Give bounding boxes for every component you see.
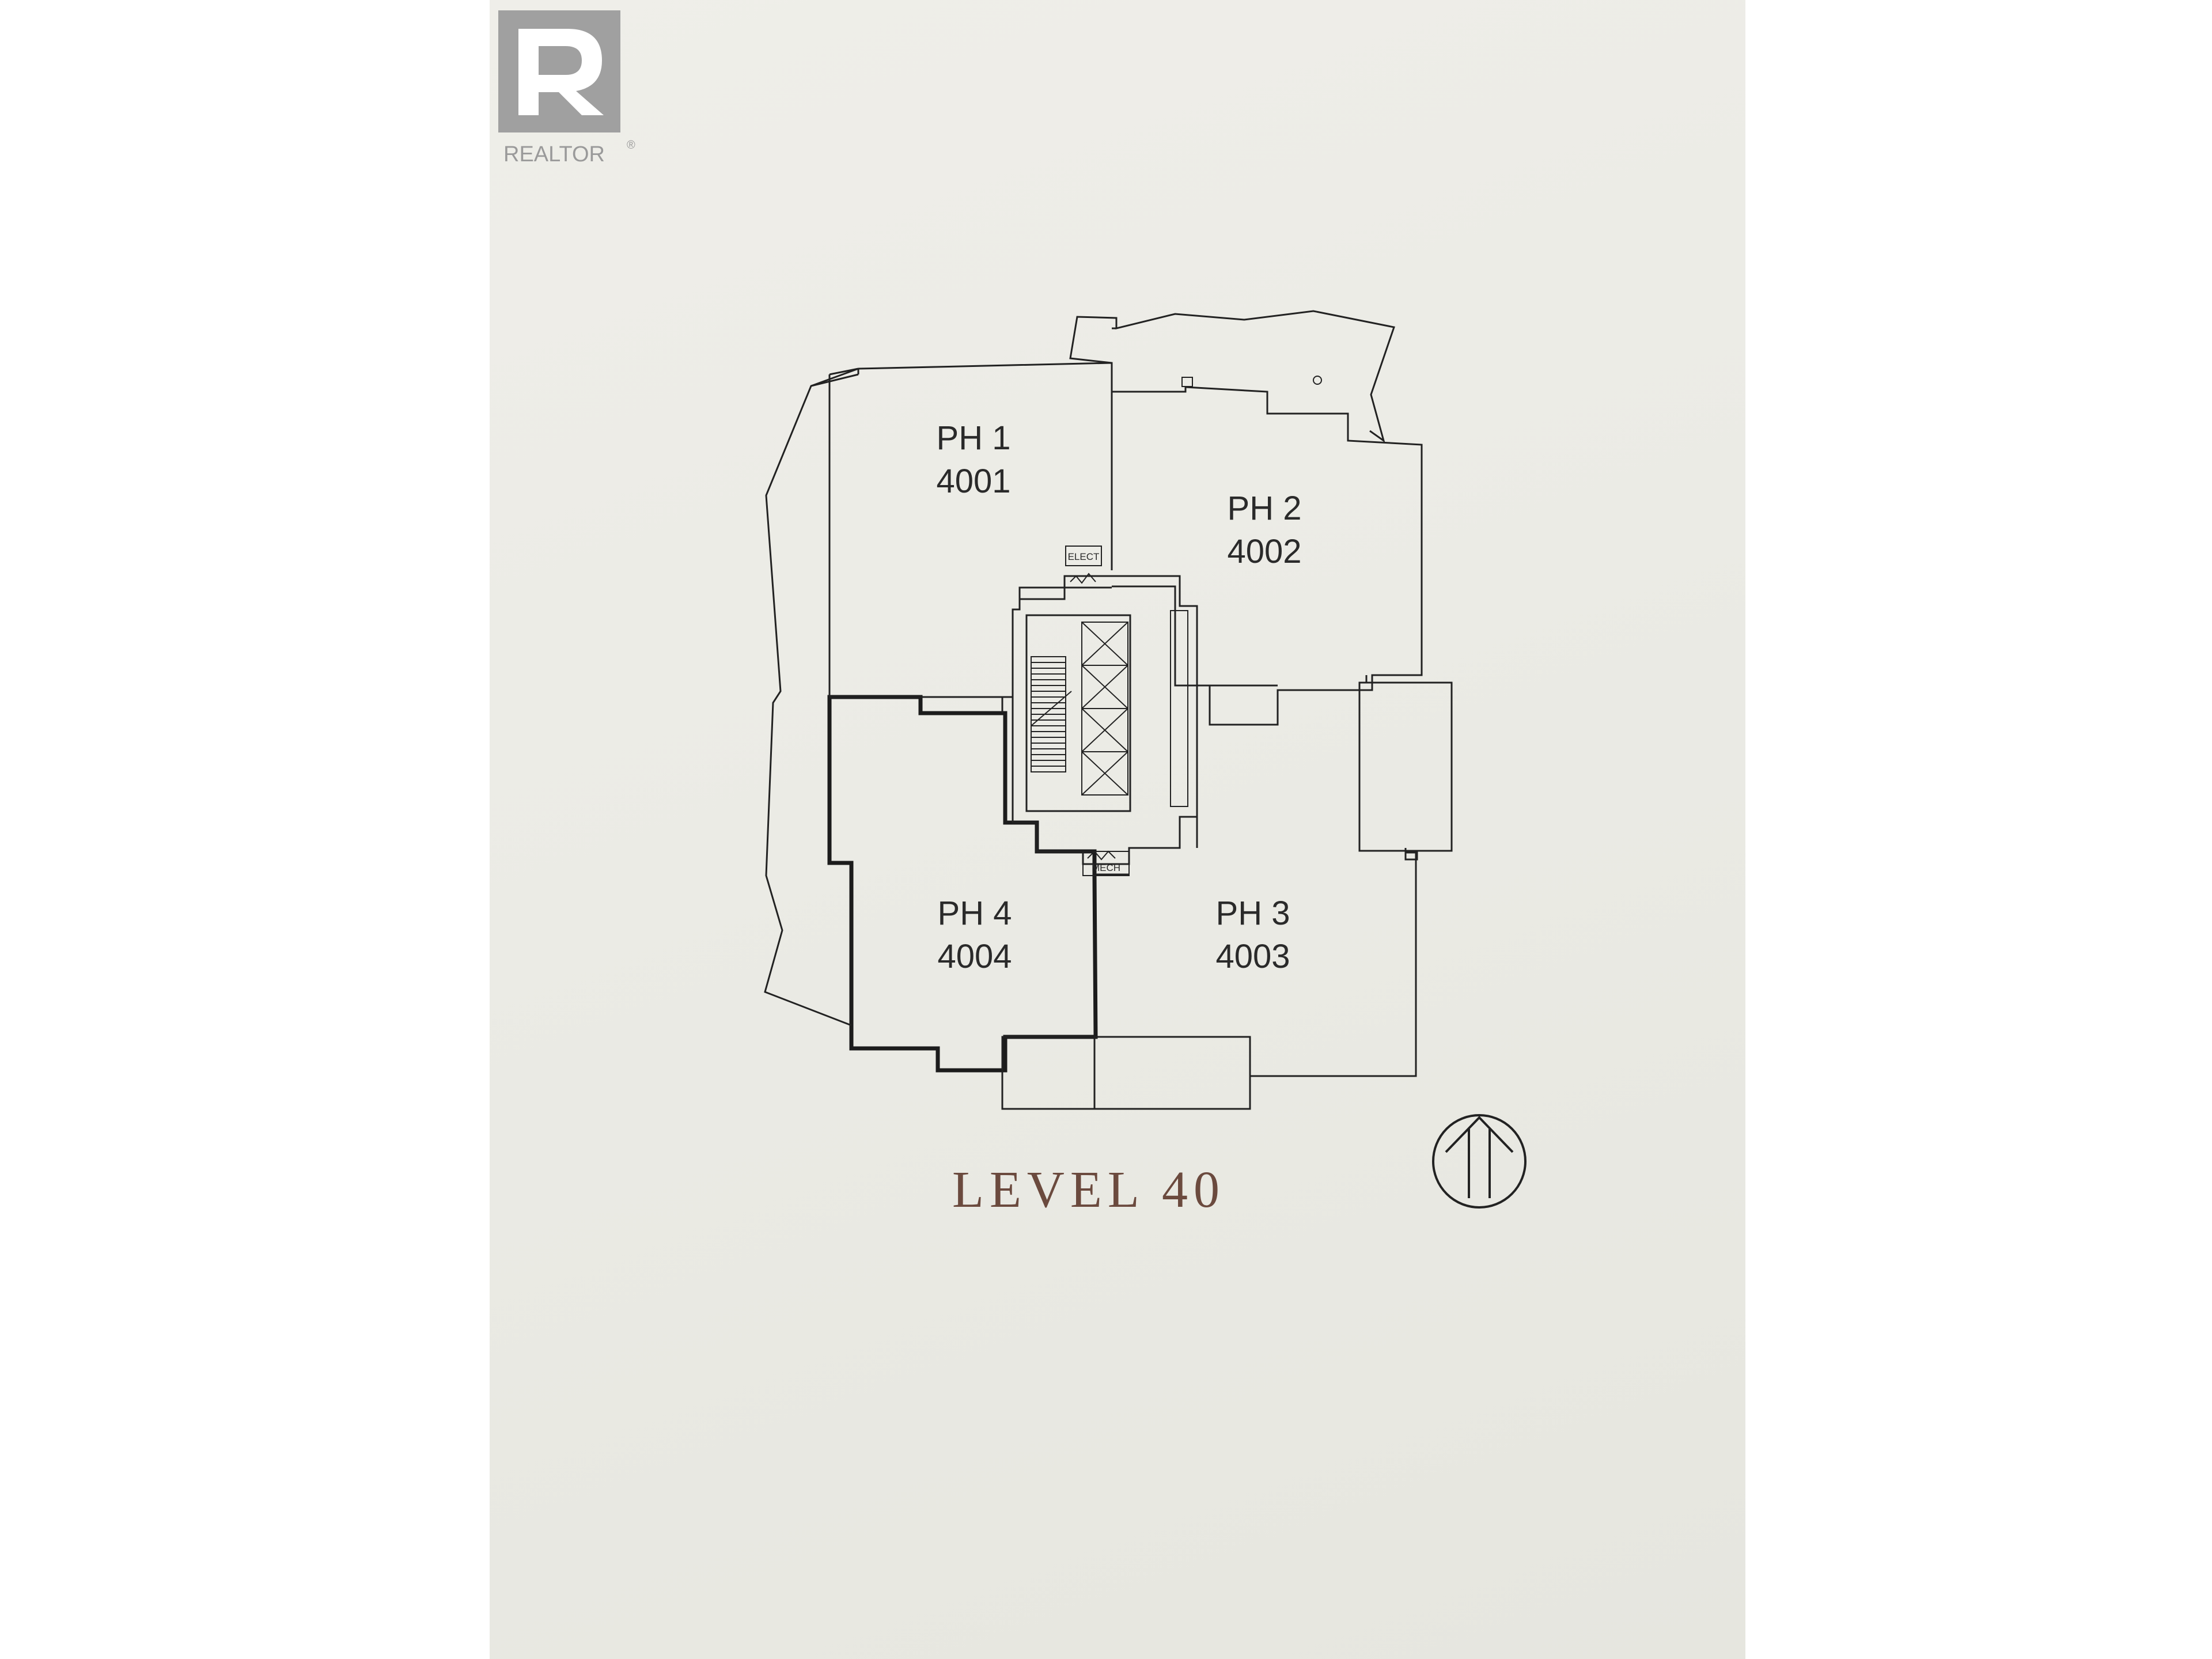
mech-label: MECH	[1092, 862, 1120, 873]
unit-ph1-number: 4001	[936, 463, 1010, 500]
unit-ph4[interactable]: PH 4 4004	[937, 895, 1012, 975]
ph1-core-wall	[1002, 586, 1112, 698]
unit-ph2-number: 4002	[1227, 533, 1301, 570]
core-inner-wall	[1025, 614, 1131, 812]
unit-ph1-outline	[828, 362, 1113, 697]
terrace-drain-icon	[1313, 376, 1322, 385]
unit-ph3-number: 4003	[1215, 938, 1290, 975]
level-title: LEVEL 40	[952, 1161, 1225, 1218]
realtor-r-icon	[518, 29, 604, 115]
core-shaft	[1170, 610, 1188, 807]
elect-label: ELECT	[1068, 551, 1100, 562]
unit-ph1-name: PH 1	[937, 419, 1011, 457]
mech-door-icon	[1087, 850, 1116, 861]
unit-ph3[interactable]: PH 3 4003	[1215, 895, 1290, 975]
unit-ph4-highlight[interactable]	[827, 695, 1098, 1073]
elect-room	[1065, 546, 1102, 566]
unit-ph2[interactable]: PH 2 4002	[1227, 490, 1301, 570]
elect-door-icon	[1070, 573, 1096, 584]
east-balcony-edge	[1365, 675, 1418, 861]
core-outer-wall	[1012, 575, 1198, 865]
ph1-ph4-divider	[830, 696, 1003, 713]
unit-ph2-name: PH 2	[1228, 490, 1302, 527]
unit-ph4-number: 4004	[937, 938, 1012, 975]
north-terrace-outline	[1069, 310, 1395, 443]
unit-ph3-name: PH 3	[1216, 895, 1290, 932]
terrace-post	[1181, 377, 1193, 387]
realtor-wordmark: REALTOR	[503, 142, 605, 166]
elevator-shafts-icon	[1081, 622, 1128, 796]
south-balcony-ph4	[1001, 1036, 1096, 1110]
unit-ph4-name: PH 4	[938, 895, 1012, 932]
unit-ph3-outline	[1093, 684, 1417, 1092]
floor-plan-photo	[490, 0, 1745, 1659]
realtor-logo: REALTOR ®	[498, 10, 635, 166]
east-balcony	[1358, 681, 1453, 852]
building-core: ELECT MECH	[1012, 546, 1198, 876]
stair-treads-icon	[1031, 662, 1072, 767]
ph1-wall-segment	[810, 373, 859, 387]
mech-room	[1082, 851, 1130, 876]
west-facade-outline	[764, 368, 859, 1027]
realtor-registered-mark: ®	[627, 139, 635, 151]
unit-ph1[interactable]: PH 1 4001	[936, 419, 1010, 500]
south-balcony-ph3	[1093, 1036, 1251, 1110]
north-arrow-icon	[1432, 1114, 1527, 1209]
